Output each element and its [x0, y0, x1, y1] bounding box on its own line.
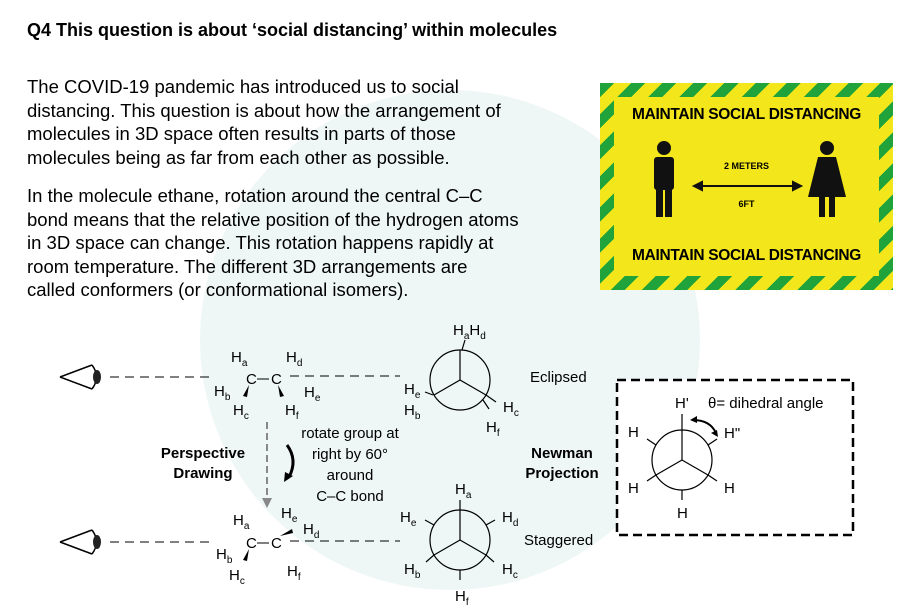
caption-line: C–C bond: [316, 488, 384, 505]
h-label: H: [628, 480, 639, 497]
rotate-caption: rotate group at right by 60° around C–C …: [161, 425, 599, 505]
dihedral-angle-box: H' θ= dihedral angle H H" H H H: [615, 378, 855, 537]
h-label: Hb: [216, 546, 233, 566]
staggered-label: Staggered: [524, 532, 593, 549]
perspective-label: Drawing: [173, 465, 232, 482]
h-double-prime-label: H": [724, 425, 740, 442]
h-label: H: [628, 424, 639, 441]
h-label: Hd: [502, 509, 518, 529]
h-label: Hf: [285, 402, 299, 422]
h-label: Ha: [455, 481, 472, 501]
h-label: Hf: [287, 563, 301, 583]
h-label: He: [400, 509, 417, 529]
h-label: Hb: [404, 402, 421, 422]
eclipsed-perspective: C C Ha Hd Hb He Hc Hf: [214, 349, 321, 422]
paragraph-ethane: In the molecule ethane, rotation around …: [27, 184, 587, 302]
double-arrow-icon: [691, 180, 804, 192]
dihedral-caption: θ= dihedral angle: [708, 395, 824, 412]
staggered-perspective: C C Ha He Hd Hb Hc Hf: [216, 505, 319, 587]
question-title: Q4 This question is about ‘social distan…: [27, 20, 558, 40]
h-label: Hc: [233, 402, 249, 422]
man-icon: [654, 141, 674, 217]
carbon-label: C: [246, 371, 257, 388]
h-label: Ha: [233, 512, 250, 532]
sign-inner: MAINTAIN SOCIAL DISTANCING 2 METERS 6FT …: [614, 97, 879, 276]
h-label: Hd: [303, 521, 319, 541]
perspective-label: Perspective: [161, 445, 245, 462]
newman-eclipsed: [424, 339, 497, 411]
h-label: H: [677, 505, 688, 522]
carbon-label: C: [271, 371, 282, 388]
h-prime-label: H': [675, 395, 689, 412]
arrow-head-icon: [262, 498, 272, 508]
h-label: Hd: [286, 349, 302, 369]
h-label: H: [724, 480, 735, 497]
text-line: called conformers (or conformational iso…: [27, 279, 409, 300]
sign-top-text: MAINTAIN SOCIAL DISTANCING: [632, 106, 861, 123]
h-label: Hc: [503, 399, 519, 419]
caption-line: rotate group at: [301, 425, 399, 442]
text-line: molecules being as far from each other a…: [27, 146, 450, 168]
h-label: Hb: [404, 561, 421, 581]
rotate-arrow-icon: [285, 444, 295, 478]
paragraph-intro: The COVID-19 pandemic has introduced us …: [27, 75, 587, 169]
h-label: He: [304, 384, 321, 404]
rotate-arrow-head-icon: [284, 472, 293, 482]
caption-line: around: [327, 467, 374, 484]
h-label: Hc: [502, 561, 518, 581]
social-distancing-sign: MAINTAIN SOCIAL DISTANCING 2 METERS 6FT …: [600, 83, 893, 290]
caption-line: right by 60°: [312, 446, 388, 463]
sign-figures: [654, 141, 846, 217]
carbon-label: C: [271, 535, 282, 552]
sign-feet: 6FT: [738, 199, 755, 209]
h-label: Hf: [486, 419, 500, 439]
h-label: Hf: [455, 588, 469, 608]
h-label: He: [281, 505, 298, 525]
text-line: bond means that the relative position of…: [27, 208, 519, 230]
text-line: room temperature. The different 3D arran…: [27, 255, 468, 277]
carbon-label: C: [246, 535, 257, 552]
sign-meters: 2 METERS: [723, 161, 769, 171]
h-label: Hc: [229, 567, 245, 587]
newman-label: Projection: [525, 465, 598, 482]
woman-icon: [808, 141, 846, 217]
eye-icon: [59, 364, 102, 390]
newman-label: Newman: [531, 445, 593, 462]
text-line: The COVID-19 pandemic has introduced us …: [27, 76, 459, 97]
text-line: distancing. This question is about how t…: [27, 99, 501, 121]
h-label: Ha: [231, 349, 248, 369]
text-line: in 3D space can change. This rotation ha…: [27, 232, 494, 253]
sign-bottom-text: MAINTAIN SOCIAL DISTANCING: [632, 247, 861, 264]
h-label: HaHd: [453, 322, 486, 342]
text-line: In the molecule ethane, rotation around …: [27, 185, 483, 206]
h-label: He: [404, 381, 421, 401]
eclipsed-label: Eclipsed: [530, 369, 587, 386]
eye-icon: [59, 529, 102, 555]
h-label: Hb: [214, 383, 231, 403]
text-line: molecules in 3D space often results in p…: [27, 123, 456, 144]
newman-staggered: [424, 500, 496, 580]
